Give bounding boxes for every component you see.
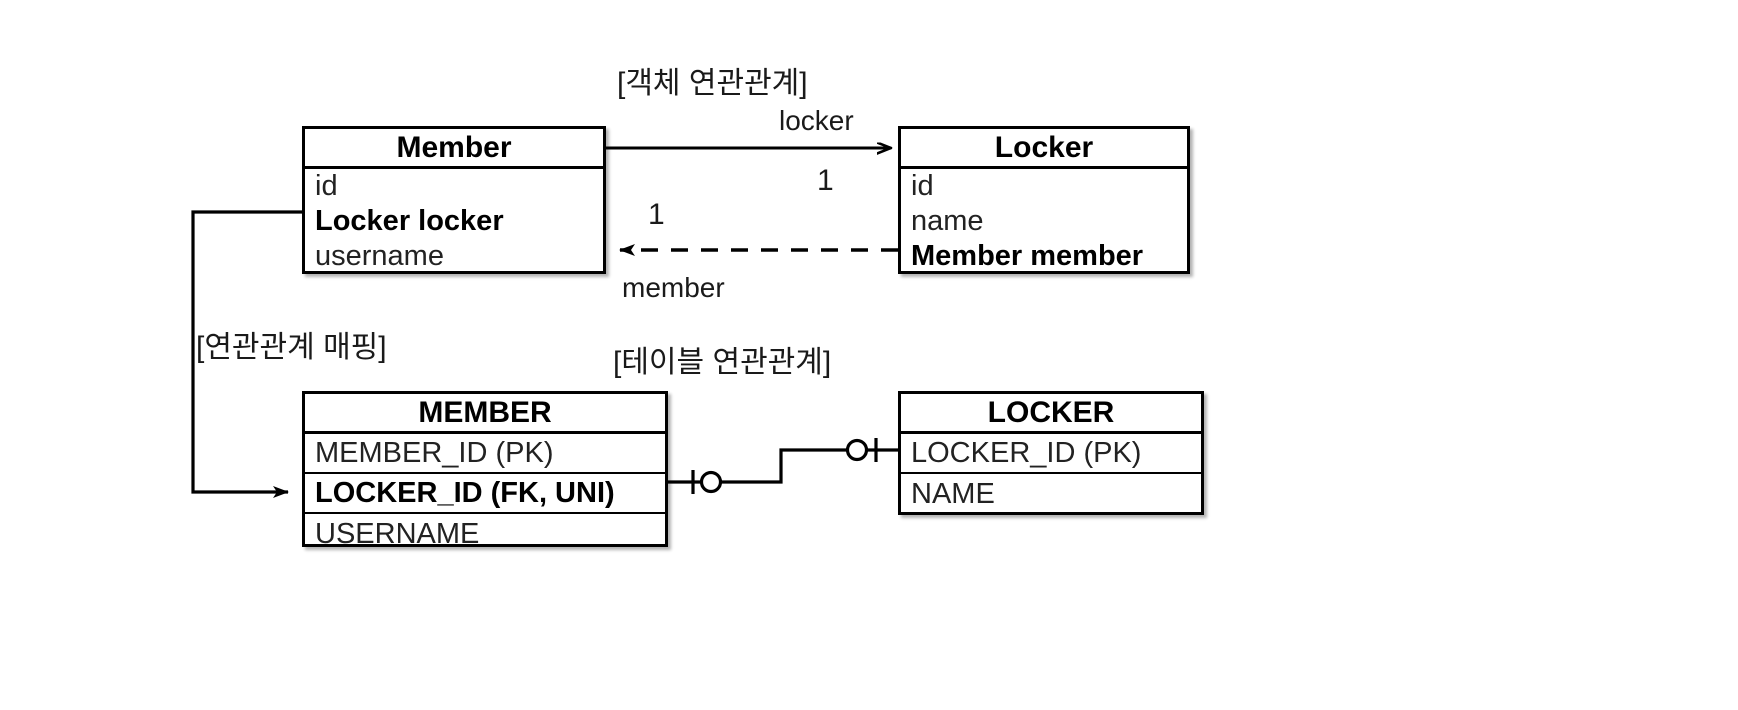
edge-cardinality-locker: 1 [817, 164, 834, 197]
edge-label-member: member [622, 272, 725, 303]
entity-member-field-username: username [315, 240, 444, 272]
table-relationship-connector [668, 438, 898, 494]
table-locker-title: LOCKER [901, 394, 1201, 434]
table-member-title: MEMBER [305, 394, 665, 434]
edge-cardinality-member: 1 [648, 198, 665, 231]
table-member-column-username: USERNAME [315, 517, 480, 550]
table-box-member[interactable]: MEMBER MEMBER_ID (PK) LOCKER_ID (FK, UNI… [302, 391, 668, 550]
table-box-locker[interactable]: LOCKER LOCKER_ID (PK) NAME [898, 391, 1204, 515]
entity-member-field-locker: Locker locker [315, 205, 504, 237]
entity-locker-title: Locker [901, 129, 1187, 169]
entity-locker-field-member: Member member [911, 240, 1144, 272]
table-member-column-locker-id: LOCKER_ID (FK, UNI) [305, 474, 665, 514]
entity-box-member[interactable]: Member id Locker locker username [302, 126, 606, 274]
entity-locker-field-name: name [911, 205, 984, 237]
label-table-relation: [테이블 연관관계] [613, 346, 832, 379]
entity-locker-field-id: id [911, 170, 934, 202]
label-object-relation: [객체 연관관계] [617, 67, 808, 100]
entity-member-title: Member [305, 129, 603, 169]
table-member-column-member-id: MEMBER_ID (PK) [305, 434, 665, 474]
entity-member-field-id: id [315, 170, 338, 202]
mapping-connector [191, 210, 302, 498]
table-locker-column-locker-id: LOCKER_ID (PK) [901, 434, 1201, 474]
table-locker-column-name: NAME [911, 477, 995, 510]
edge-label-locker: locker [779, 105, 854, 136]
entity-box-locker[interactable]: Locker id name Member member [898, 126, 1190, 274]
label-association-mapping: [연관관계 매핑] [196, 331, 387, 364]
